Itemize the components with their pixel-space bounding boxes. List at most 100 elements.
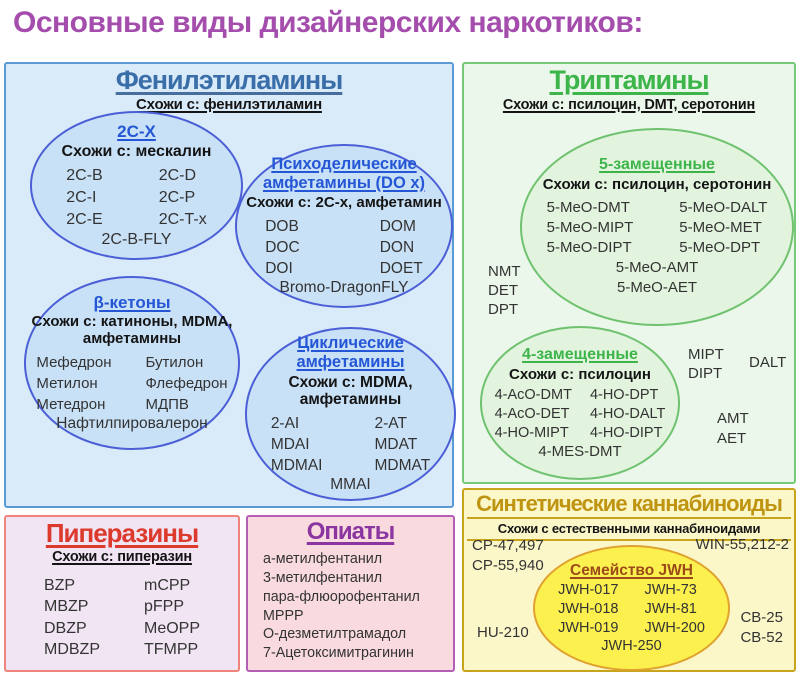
group-title: 2C-X [117,121,156,141]
group-4-substituted: 4-замещенные Схожи с: псилоцин 4-AcO-DMT… [480,326,680,480]
group-title: Циклические амфетамины [296,334,405,372]
list-item: CB-52 [740,629,783,646]
list-item: DBZP [43,619,87,637]
group-footer-list: 5-MeO-AMT 5-MeO-AET [616,258,699,298]
group-similarity: Схожи с: мескалин [61,143,212,161]
list-item: Бутилон [145,354,204,372]
group-similarity: Схожи с: псилоцин, серотонин [542,175,772,193]
list-item: pFPP [143,598,184,616]
list-item: DON [379,238,415,256]
group-footer-item: 2C-B-FLY [101,231,172,249]
list-item: MeOPP [143,619,200,637]
list-item: 2C-D [158,167,197,185]
group-title: 4-замещенные [522,346,638,364]
list-item: DPT [488,301,518,318]
group-footer-item: Bromo-DragonFLY [279,278,409,296]
list-item: JWH-017 [558,582,619,599]
group-footer-item: Нафтилпировалерон [56,415,208,433]
section-cannabinoids: Синтетические каннабиноиды Схожи с естес… [462,488,796,672]
section-similarity: Схожи с естественными каннабиноидами [497,521,761,536]
list-item: MPPP [263,607,304,624]
group-column: mCPP pFPP MeOPP TFMPP [144,575,200,661]
section-tryptamines: Триптамины Схожи с: псилоцин, DMT, серот… [462,62,796,484]
section-similarity: Схожи с: пиперазин [52,548,192,565]
list-item: Метилон [36,375,98,393]
list-item: пара-флюорофентанил [263,588,420,605]
list-item: 7-Ацетоксимитрагинин [263,644,414,661]
list-item: JWH-018 [558,601,619,618]
list-item: Мефедрон [36,354,112,372]
section-title: Опиаты [306,518,396,545]
list-item: BZP [43,576,76,594]
section-header: Синтетические каннабиноиды [467,490,791,519]
list-item: 4-HO-DIPT [589,424,663,441]
list-item: Флефедрон [145,375,228,393]
list-item: mCPP [143,576,191,594]
list-item: 4-AcO-DET [494,405,570,422]
list-item: Метедрон [36,396,106,414]
list-item: DIPT [688,365,723,382]
group-title: Семейство JWH [570,561,693,579]
list-item: TFMPP [143,641,199,659]
section-title: Фенилэтиламины [115,65,344,95]
group-beta-ketones: β-кетоны Схожи с: катиноны, MDMA, амфета… [24,276,240,450]
group-similarity: Схожи с: псилоцин [509,365,651,383]
list-item: 5-MeO-DPT [679,238,761,256]
list-item: 4-HO-DALT [589,405,666,422]
list-item: 5-MeO-AET [616,278,697,296]
list-item: 5-MeO-AMT [615,258,699,276]
list-item: MDAT [374,435,418,453]
section-header: Фенилэтиламины Схожи с: фенилэтиламин [6,64,452,113]
group-cyclic-amphetamines: Циклические амфетамины Схожи с: MDMA, ам… [245,327,456,501]
list-item: MDMAT [374,456,431,474]
list-item: DET [488,282,518,299]
list-item: МДПВ [145,396,189,414]
group-footer-item: 4-MES-DMT [538,442,622,460]
list-item: JWH-73 [644,582,697,599]
list-item: 4-HO-MIPT [494,424,569,441]
section-header: Триптамины Схожи с: псилоцин, DMT, серот… [464,64,794,114]
list-item: 2-AI [270,414,300,432]
list-item: AMT [717,410,749,427]
list-item: 2C-T-x [158,211,207,229]
group-column: 4-HO-DPT 4-HO-DALT 4-HO-DIPT [590,386,665,443]
list-item: JWH-81 [644,601,697,618]
list-item: CP-55,940 [472,557,544,574]
group-footer-item: MMAI [330,475,371,493]
group-title: Психоделические амфетамины (DO x) [262,155,426,193]
section-similarity: Схожи с: фенилэтиламин [136,95,322,113]
list-item: 5-MeO-DIPT [546,238,632,256]
list-item: MDAI [270,435,310,453]
section-title: Пиперазины [45,518,199,548]
group-similarity: Схожи с: 2C-х, амфетамин [246,194,442,212]
list-item: 4-HO-DPT [589,386,659,403]
list-item: JWH-019 [558,620,619,637]
section-similarity: Схожи с: псилоцин, DMT, серотонин [502,96,756,113]
list-item: DOB [265,217,299,235]
list-item: DOM [379,217,416,235]
section-header: Пиперазины Схожи с: пиперазин [6,517,238,566]
group-title: β-кетоны [93,292,171,312]
list-item: JWH-200 [644,620,705,637]
